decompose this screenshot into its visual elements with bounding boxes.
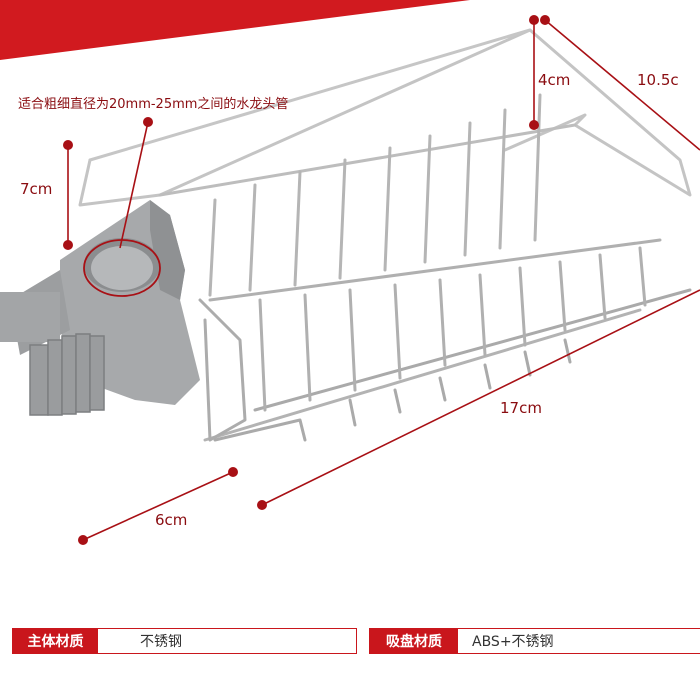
spec-value: ABS+不锈钢 — [472, 634, 554, 650]
dimension-markers — [67, 19, 700, 541]
faucet-fit-note: 适合粗细直径为20mm-25mm之间的水龙头管 — [18, 97, 289, 112]
spec-key: 吸盘材质 — [370, 629, 458, 653]
top-red-banner — [0, 0, 470, 60]
spec-suction-material: 吸盘材质 ABS+不锈钢 — [369, 628, 700, 654]
dimension-dots — [63, 15, 550, 545]
depth-label: 6cm — [155, 511, 188, 529]
spec-body-material: 主体材质 不锈钢 — [12, 628, 357, 654]
length-label: 17cm — [500, 399, 542, 417]
faucet-clamp — [0, 200, 200, 416]
spec-key: 主体材质 — [13, 629, 98, 653]
wire-basket — [78, 28, 692, 442]
clamp-height-label: 7cm — [20, 180, 53, 198]
width-label: 10.5c — [637, 71, 679, 89]
spec-value: 不锈钢 — [140, 634, 182, 650]
height-label: 4cm — [538, 71, 571, 89]
